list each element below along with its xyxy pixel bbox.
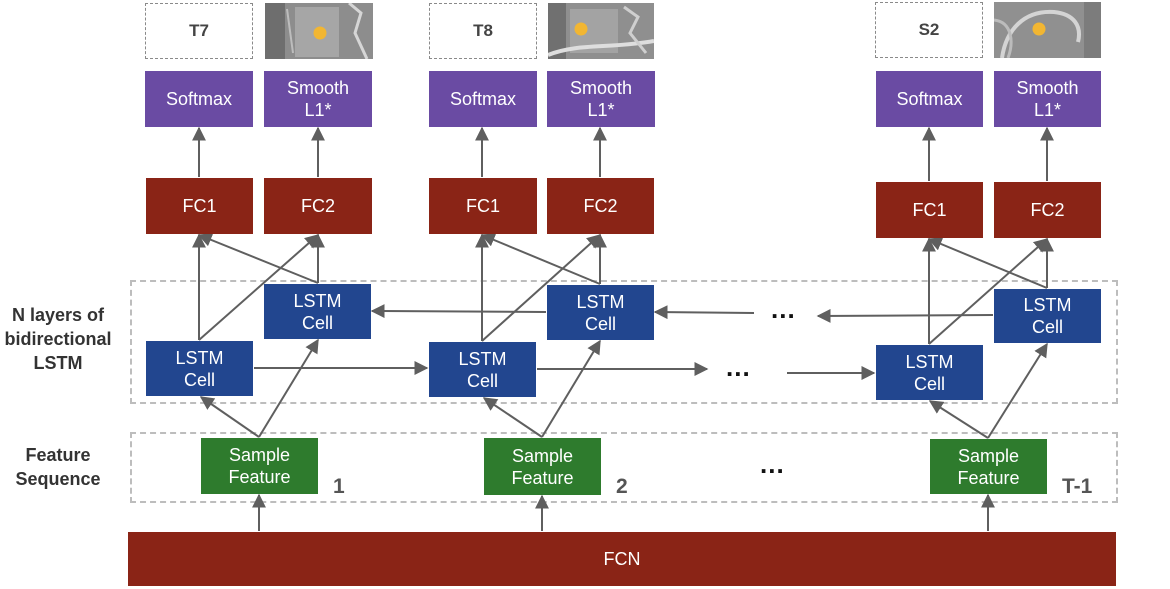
lstm-backward-cell-2: LSTM Cell xyxy=(547,285,654,340)
arrow-feature-lstmf-1 xyxy=(199,396,260,438)
arrow-feature-lstmf-3 xyxy=(928,400,989,439)
location-dot-3 xyxy=(1032,22,1046,36)
feature-side-label: Feature Sequence xyxy=(15,445,101,489)
sequence-index-3: T-1 xyxy=(1062,475,1093,498)
fc1-box-1: FC1 xyxy=(146,178,253,234)
vertebra-label-3: S2 xyxy=(875,2,983,58)
sample-feature-2: Sample Feature xyxy=(484,438,601,495)
location-dot-2 xyxy=(574,22,588,36)
arrow-feature-lstmb-2 xyxy=(541,339,601,438)
softmax-box-2: Softmax xyxy=(429,71,537,127)
fcn-bar: FCN xyxy=(128,532,1116,586)
softmax-box-3: Softmax xyxy=(876,71,983,127)
softmax-box-1: Softmax xyxy=(145,71,253,127)
arrow-backward-3-dots xyxy=(816,308,994,323)
fc1-box-2: FC1 xyxy=(429,178,537,234)
fc2-box-3: FC2 xyxy=(994,182,1101,238)
feature-region xyxy=(130,432,1118,503)
vertebra-label-1: T7 xyxy=(145,3,253,59)
ct-thumbnail-2 xyxy=(548,3,654,59)
sequence-index-2: 2 xyxy=(616,475,628,498)
arrow-lstmb-fc1-3 xyxy=(927,237,1048,289)
arrow-lstmf-fc2-2 xyxy=(481,234,602,342)
lstm-forward-cell-1: LSTM Cell xyxy=(146,341,253,396)
sample-feature-1: Sample Feature xyxy=(201,438,318,494)
lstm-forward-cell-2: LSTM Cell xyxy=(429,342,536,397)
arrow-feature-lstmf-2 xyxy=(482,397,543,438)
lstm-backward-cell-3: LSTM Cell xyxy=(994,289,1101,343)
lstm-region xyxy=(130,280,1118,404)
fc2-box-2: FC2 xyxy=(547,178,654,234)
arrow-lstmb-fc1-2 xyxy=(480,233,601,285)
arrow-lstmf-fc2-3 xyxy=(928,238,1049,345)
lstm-side-label: N layers of bidirectional LSTM xyxy=(4,305,112,373)
fc1-box-3: FC1 xyxy=(876,182,983,238)
smooth-l1-box-3: Smooth L1* xyxy=(994,71,1101,127)
ct-thumbnail-3 xyxy=(994,2,1101,58)
location-dot-1 xyxy=(313,26,327,40)
lstm-forward-cell-3: LSTM Cell xyxy=(876,345,983,400)
vertebra-label-2: T8 xyxy=(429,3,537,59)
smooth-l1-box-2: Smooth L1* xyxy=(547,71,655,127)
ellipsis-backward: ... xyxy=(771,294,796,324)
arrow-backward-dots-2 xyxy=(653,305,755,320)
sample-feature-3: Sample Feature xyxy=(930,439,1047,494)
arrow-feature-lstmb-3 xyxy=(987,342,1048,439)
ct-thumbnail-1 xyxy=(265,3,373,59)
ellipsis-feature: ... xyxy=(760,449,785,479)
arrow-lstmf-fc2-1 xyxy=(198,234,320,341)
arrow-backward-2-1 xyxy=(370,304,547,319)
lstm-backward-cell-1: LSTM Cell xyxy=(264,284,371,339)
smooth-l1-box-1: Smooth L1* xyxy=(264,71,372,127)
sequence-index-1: 1 xyxy=(333,475,345,498)
arrow-feature-lstmb-1 xyxy=(258,338,319,438)
fcn-label: FCN xyxy=(603,549,641,569)
fc2-box-1: FC2 xyxy=(264,178,372,234)
arrow-lstmb-fc1-1 xyxy=(197,233,319,284)
ellipsis-forward: ... xyxy=(726,352,751,382)
